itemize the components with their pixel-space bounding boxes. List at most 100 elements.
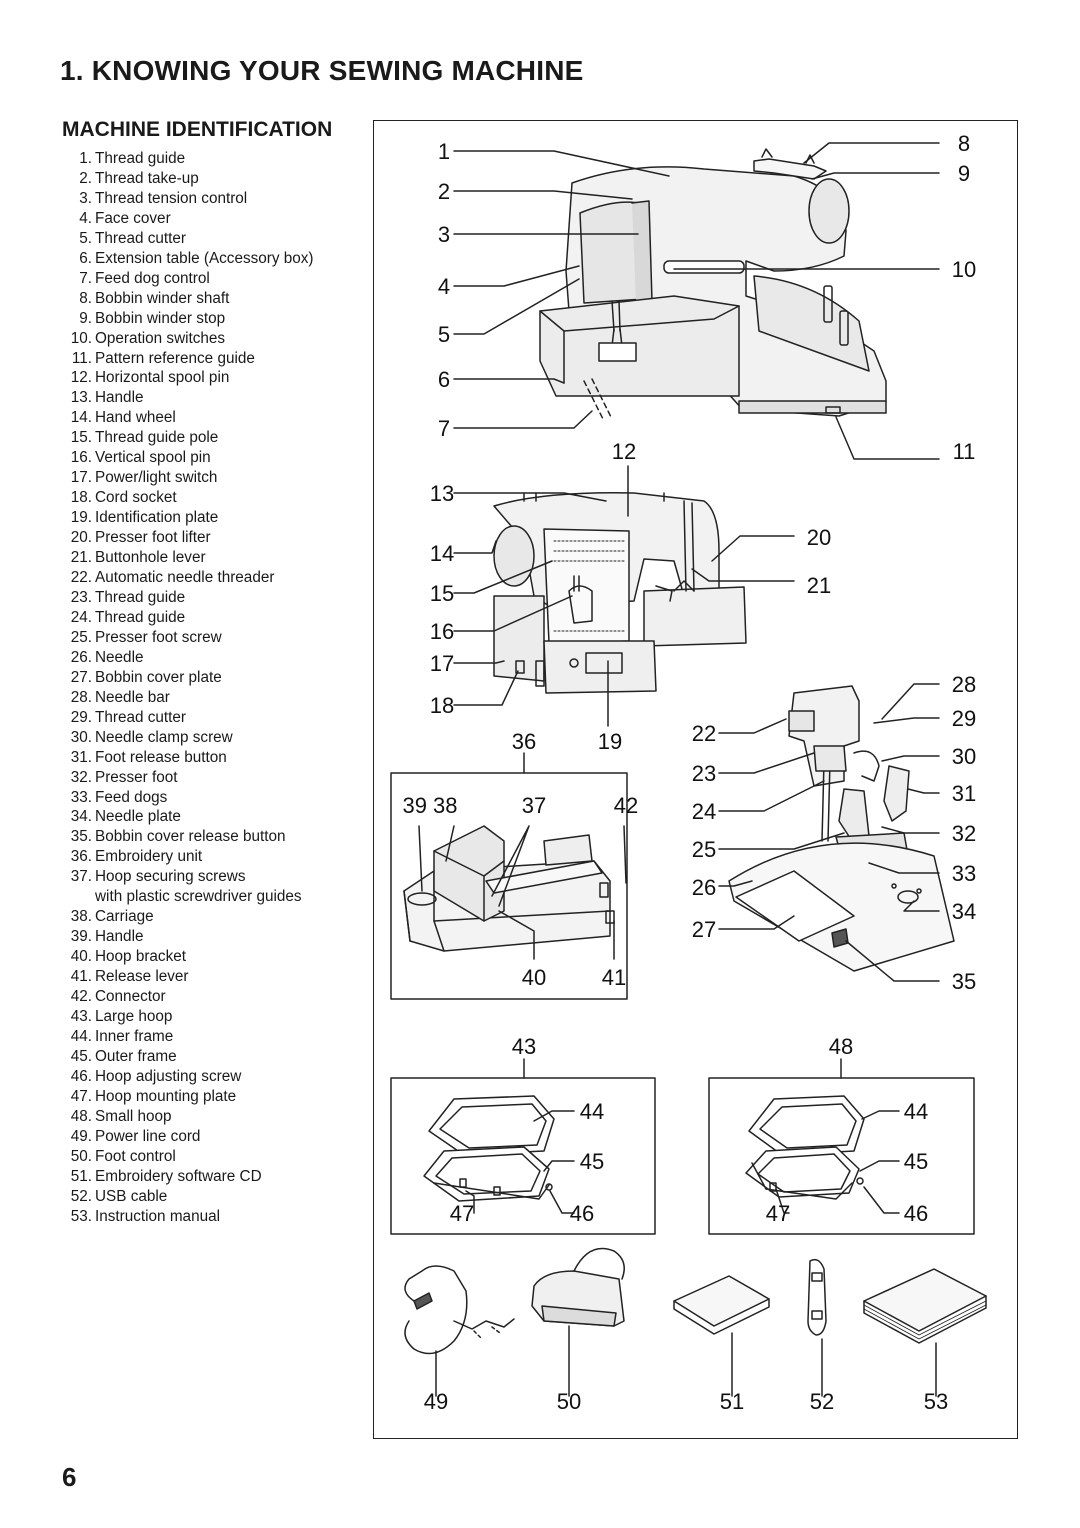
callout-50: 46 [904, 1201, 928, 1226]
part-label: Bobbin winder stop [95, 309, 226, 327]
callout-9: 10 [952, 257, 976, 282]
part-label: Connector [95, 988, 166, 1006]
part-number: 4. [79, 209, 92, 227]
part-number: 18. [70, 489, 92, 507]
part-label: Hoop securing screws [95, 868, 246, 886]
callout-19: 20 [807, 525, 831, 550]
parts-list-item: 26.Needle [60, 648, 360, 668]
part-label: Hoop bracket [95, 948, 186, 966]
callout-27: 28 [952, 672, 976, 697]
parts-list-item: 46.Hoop adjusting screw [60, 1067, 360, 1087]
callout-2: 3 [438, 222, 450, 247]
part-label: Face cover [95, 209, 171, 227]
part-number: 10. [70, 329, 92, 347]
part-label: Power line cord [95, 1127, 201, 1145]
parts-list-item: with plastic screwdriver guides [60, 887, 360, 907]
part-label: Presser foot screw [95, 628, 222, 646]
part-number: 2. [79, 169, 92, 187]
parts-list-item: 17.Power/light switch [60, 468, 360, 488]
parts-list-item: 36.Embroidery unit [60, 847, 360, 867]
parts-list-item: 49.Power line cord [60, 1127, 360, 1147]
parts-list-item: 45.Outer frame [60, 1047, 360, 1067]
part-label: with plastic screwdriver guides [95, 888, 302, 906]
callout-14: 15 [430, 581, 454, 606]
parts-list-item: 41.Release lever [60, 967, 360, 987]
callout-37: 37 [522, 793, 546, 818]
parts-list-item: 23.Thread guide [60, 588, 360, 608]
parts-list-item: 33.Feed dogs [60, 788, 360, 808]
parts-list-item: 5.Thread cutter [60, 229, 360, 249]
parts-list-item: 18.Cord socket [60, 488, 360, 508]
callout-29: 30 [952, 744, 976, 769]
part-number: 35. [70, 828, 92, 846]
part-label: Extension table (Accessory box) [95, 249, 314, 267]
callout-36: 39 38 [402, 793, 457, 818]
callout-49: 47 [766, 1201, 790, 1226]
parts-list-item: 9.Bobbin winder stop [60, 309, 360, 329]
part-label: Needle plate [95, 808, 181, 826]
part-number: 29. [70, 708, 92, 726]
parts-list-item: 27.Bobbin cover plate [60, 668, 360, 688]
part-number: 37. [70, 868, 92, 886]
part-number: 17. [70, 469, 92, 487]
back-machine-illustration [493, 492, 747, 694]
parts-list-item: 42.Connector [60, 987, 360, 1007]
parts-list-item: 37.Hoop securing screws [60, 867, 360, 887]
part-label: Embroidery software CD [95, 1167, 262, 1185]
part-label: Instruction manual [95, 1207, 220, 1225]
parts-list-item: 7.Feed dog control [60, 269, 360, 289]
part-number: 25. [70, 628, 92, 646]
part-label: Power/light switch [95, 469, 218, 487]
part-label: Hoop adjusting screw [95, 1067, 242, 1085]
part-label: Vertical spool pin [95, 449, 211, 467]
callout-15: 16 [430, 619, 454, 644]
part-number: 12. [70, 369, 92, 387]
small-hoop-illustration [745, 1095, 865, 1200]
part-number: 28. [70, 688, 92, 706]
part-number: 13. [70, 389, 92, 407]
part-number: 52. [70, 1187, 92, 1205]
part-label: Thread take-up [95, 169, 199, 187]
part-label: Large hoop [95, 1007, 173, 1025]
embroidery-unit-illustration [403, 825, 615, 952]
parts-list-item: 29.Thread cutter [60, 708, 360, 728]
parts-list-item: 24.Thread guide [60, 608, 360, 628]
part-label: Small hoop [95, 1107, 172, 1125]
parts-list-item: 11.Pattern reference guide [60, 349, 360, 369]
callout-17: 18 [430, 693, 454, 718]
callout-34: 35 [952, 969, 976, 994]
part-label: Feed dogs [95, 788, 168, 806]
callout-42: 44 [580, 1099, 604, 1124]
part-label: Inner frame [95, 1027, 174, 1045]
callout-13: 14 [430, 541, 454, 566]
part-number: 46. [70, 1067, 92, 1085]
accessories-illustration [404, 1247, 987, 1355]
part-label: Bobbin cover plate [95, 668, 222, 686]
callout-26: 27 [692, 917, 716, 942]
callout-24: 25 [692, 837, 716, 862]
callout-22: 23 [692, 761, 716, 786]
part-label: Needle [95, 648, 144, 666]
part-number: 34. [70, 808, 92, 826]
part-number: 41. [70, 968, 92, 986]
part-label: Hand wheel [95, 409, 176, 427]
callout-54: 52 [810, 1389, 834, 1414]
callout-41: 43 [512, 1034, 536, 1059]
part-label: Thread guide pole [95, 429, 219, 447]
parts-list-item: 35.Bobbin cover release button [60, 827, 360, 847]
part-number: 42. [70, 988, 92, 1006]
part-label: Foot control [95, 1147, 176, 1165]
parts-list-item: 44.Inner frame [60, 1027, 360, 1047]
part-number: 33. [70, 788, 92, 806]
part-number: 21. [70, 549, 92, 567]
part-label: Handle [95, 928, 144, 946]
part-label: Presser foot lifter [95, 529, 211, 547]
part-number: 9. [79, 309, 92, 327]
part-number: 20. [70, 529, 92, 547]
parts-list-item: 34.Needle plate [60, 807, 360, 827]
parts-list-item: 21.Buttonhole lever [60, 548, 360, 568]
callout-48: 45 [904, 1149, 928, 1174]
parts-list-item: 4.Face cover [60, 209, 360, 229]
